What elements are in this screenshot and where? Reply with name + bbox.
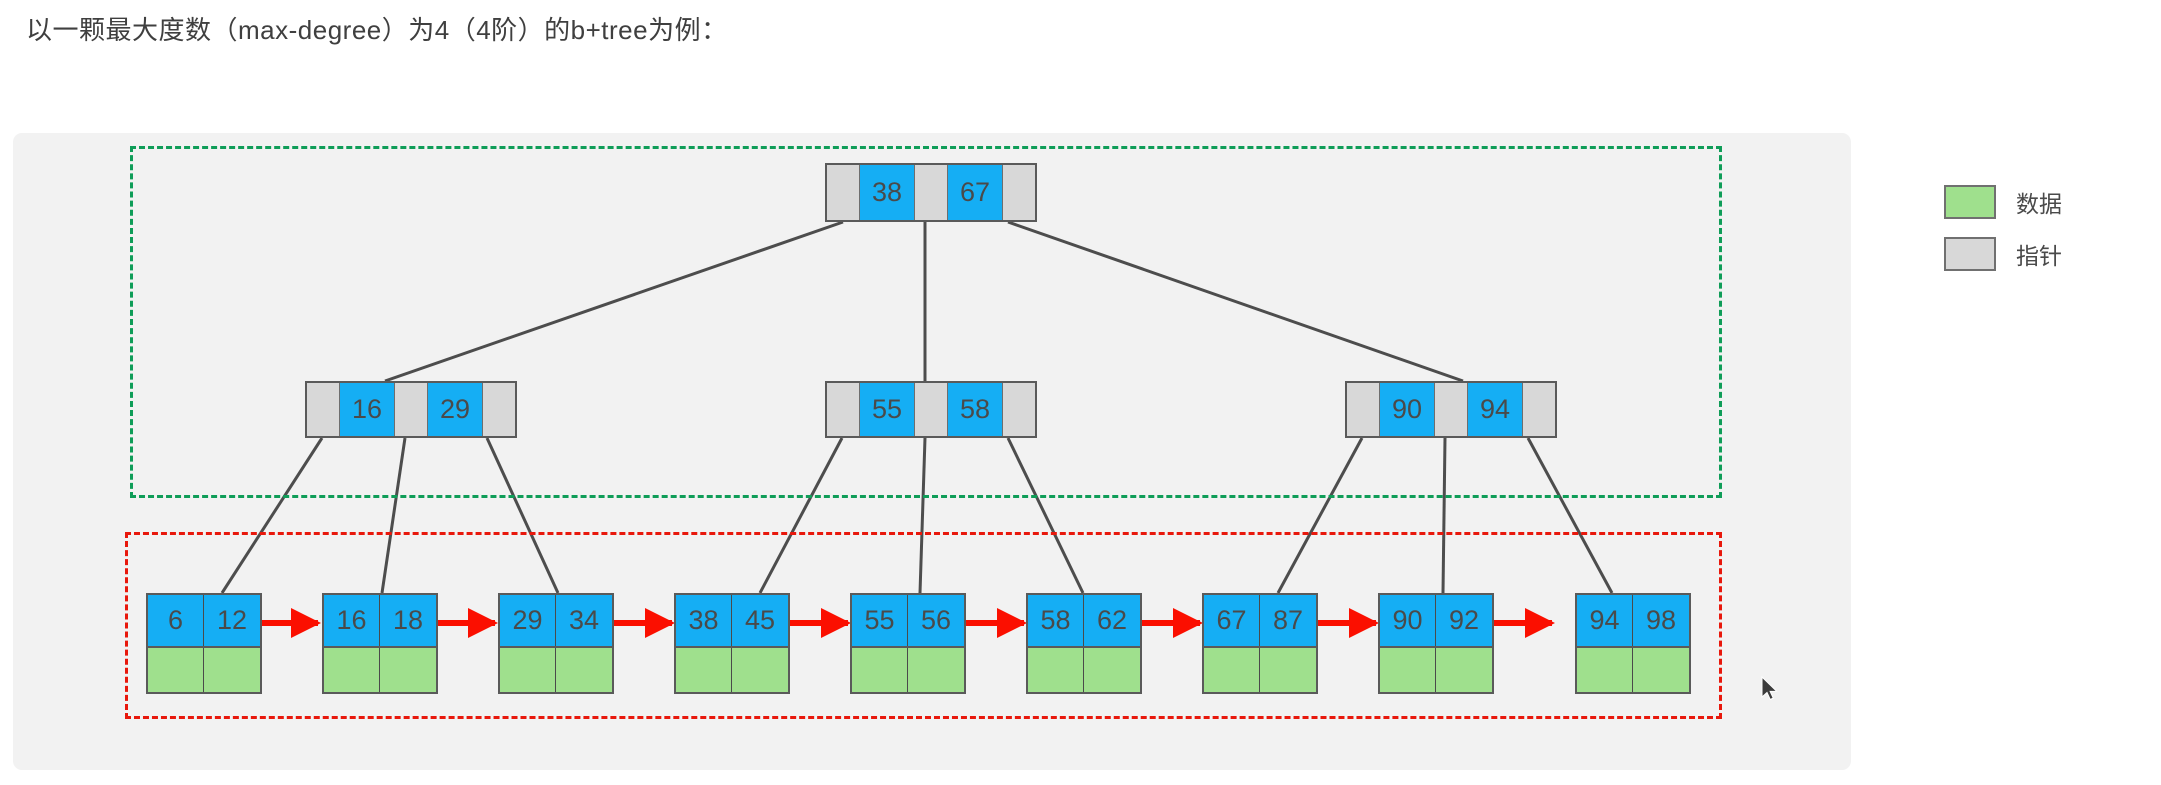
internal-2-pointer-0: [827, 383, 859, 436]
leaf-6-key-1: 62: [1084, 595, 1140, 646]
leaf-6-data-0: [1028, 648, 1084, 692]
internal-1-key-0: 16: [339, 383, 395, 436]
legend-item-data: 数据: [1944, 185, 2062, 219]
leaf-3-key-1: 34: [556, 595, 612, 646]
internal-1-pointer-2: [483, 383, 515, 436]
leaf-8-key-0: 90: [1380, 595, 1436, 646]
internal-1-pointer-1: [395, 383, 427, 436]
leaf-node-8[interactable]: 90 92: [1378, 593, 1494, 694]
internal-node-1[interactable]: 16 29: [305, 381, 517, 438]
leaf-1-data: [146, 648, 262, 694]
page-title: 以一颗最大度数（max-degree）为4（4阶）的b+tree为例：: [26, 15, 728, 45]
leaf-node-3[interactable]: 29 34: [498, 593, 614, 694]
leaf-node-6[interactable]: 58 62: [1026, 593, 1142, 694]
leaf-2-key-1: 18: [380, 595, 436, 646]
leaf-5-data-0: [852, 648, 908, 692]
internal-node-3[interactable]: 90 94: [1345, 381, 1557, 438]
internal-2-key-0: 55: [859, 383, 915, 436]
leaf-2-data-1: [380, 648, 436, 692]
internal-3-key-1: 94: [1467, 383, 1523, 436]
leaf-8-data-0: [1380, 648, 1436, 692]
leaf-7-data-1: [1260, 648, 1316, 692]
leaf-4-data: [674, 648, 790, 694]
leaf-4-key-1: 45: [732, 595, 788, 646]
leaf-8-data-1: [1436, 648, 1492, 692]
leaf-9-data-0: [1577, 648, 1633, 692]
leaf-6-data-1: [1084, 648, 1140, 692]
legend-swatch-data-icon: [1944, 185, 1996, 219]
legend-label-pointer: 指针: [2016, 243, 2062, 269]
legend-label-data: 数据: [2016, 191, 2062, 217]
leaf-8-data: [1378, 648, 1494, 694]
leaf-3-data-0: [500, 648, 556, 692]
internal-3-pointer-1: [1435, 383, 1467, 436]
leaf-6-keys: 58 62: [1026, 593, 1142, 648]
index-region-boundary: [130, 146, 1722, 498]
leaf-3-data-1: [556, 648, 612, 692]
leaf-2-data: [322, 648, 438, 694]
root-pointer-0: [827, 165, 859, 220]
internal-2-key-1: 58: [947, 383, 1003, 436]
leaf-7-key-1: 87: [1260, 595, 1316, 646]
leaf-9-data-1: [1633, 648, 1689, 692]
leaf-2-data-0: [324, 648, 380, 692]
leaf-node-4[interactable]: 38 45: [674, 593, 790, 694]
leaf-5-key-1: 56: [908, 595, 964, 646]
leaf-1-key-0: 6: [148, 595, 204, 646]
internal-3-pointer-0: [1347, 383, 1379, 436]
leaf-node-7[interactable]: 67 87: [1202, 593, 1318, 694]
internal-1-pointer-0: [307, 383, 339, 436]
root-pointer-1: [915, 165, 947, 220]
leaf-5-data-1: [908, 648, 964, 692]
leaf-9-data: [1575, 648, 1691, 694]
leaf-node-5[interactable]: 55 56: [850, 593, 966, 694]
leaf-node-2[interactable]: 16 18: [322, 593, 438, 694]
leaf-1-data-1: [204, 648, 260, 692]
leaf-4-data-1: [732, 648, 788, 692]
leaf-7-key-0: 67: [1204, 595, 1260, 646]
root-node[interactable]: 38 67: [825, 163, 1037, 222]
internal-3-pointer-2: [1523, 383, 1555, 436]
internal-node-2[interactable]: 55 58: [825, 381, 1037, 438]
root-key-1: 67: [947, 165, 1003, 220]
root-key-0: 38: [859, 165, 915, 220]
leaf-7-keys: 67 87: [1202, 593, 1318, 648]
leaf-region-boundary: [125, 532, 1722, 719]
leaf-9-keys: 94 98: [1575, 593, 1691, 648]
leaf-1-data-0: [148, 648, 204, 692]
leaf-4-key-0: 38: [676, 595, 732, 646]
leaf-2-keys: 16 18: [322, 593, 438, 648]
legend-item-pointer: 指针: [1944, 237, 2062, 271]
leaf-9-key-1: 98: [1633, 595, 1689, 646]
arrow-pointer-icon: [1761, 676, 1778, 701]
leaf-4-keys: 38 45: [674, 593, 790, 648]
leaf-node-9[interactable]: 94 98: [1575, 593, 1691, 694]
leaf-1-key-1: 12: [204, 595, 260, 646]
leaf-8-keys: 90 92: [1378, 593, 1494, 648]
leaf-5-keys: 55 56: [850, 593, 966, 648]
internal-3-key-0: 90: [1379, 383, 1435, 436]
leaf-7-data: [1202, 648, 1318, 694]
leaf-3-keys: 29 34: [498, 593, 614, 648]
leaf-9-key-0: 94: [1577, 595, 1633, 646]
leaf-5-key-0: 55: [852, 595, 908, 646]
internal-2-pointer-2: [1003, 383, 1035, 436]
leaf-7-data-0: [1204, 648, 1260, 692]
legend-swatch-pointer-icon: [1944, 237, 1996, 271]
legend: 数据 指针: [1944, 185, 2062, 289]
leaf-3-data: [498, 648, 614, 694]
internal-1-key-1: 29: [427, 383, 483, 436]
leaf-8-key-1: 92: [1436, 595, 1492, 646]
leaf-6-key-0: 58: [1028, 595, 1084, 646]
leaf-node-1[interactable]: 6 12: [146, 593, 262, 694]
internal-2-pointer-1: [915, 383, 947, 436]
root-pointer-2: [1003, 165, 1035, 220]
leaf-3-key-0: 29: [500, 595, 556, 646]
leaf-2-key-0: 16: [324, 595, 380, 646]
leaf-5-data: [850, 648, 966, 694]
leaf-4-data-0: [676, 648, 732, 692]
leaf-1-keys: 6 12: [146, 593, 262, 648]
leaf-6-data: [1026, 648, 1142, 694]
